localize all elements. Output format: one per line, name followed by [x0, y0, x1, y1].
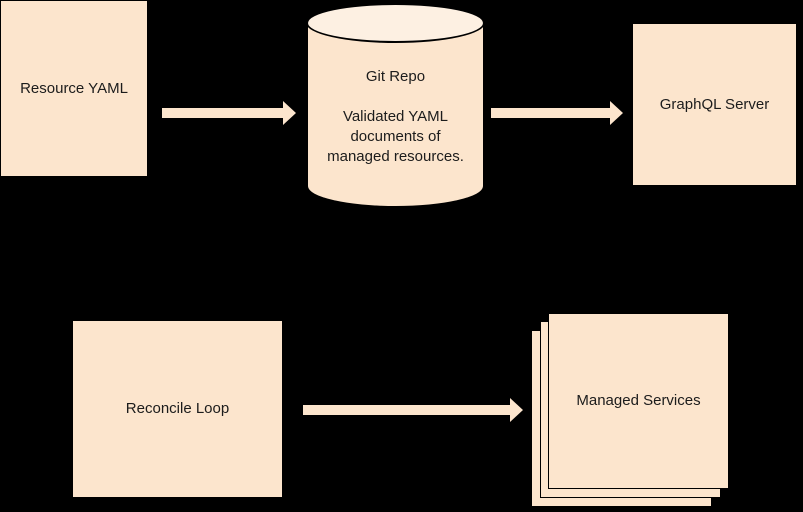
git-repo-description: Validated YAML documents of managed reso…: [306, 107, 485, 167]
arrow-reconcile-loop-to-managed-services-icon: [303, 398, 523, 422]
git-repo-cylinder-top-ellipse: [306, 3, 485, 43]
git-repo-description-line: managed resources.: [327, 148, 464, 165]
node-managed-services-label: Managed Services: [576, 392, 701, 409]
node-git-repo: Git Repo Validated YAML documents of man…: [306, 3, 485, 208]
node-reconcile-loop: Reconcile Loop: [72, 320, 283, 498]
git-repo-title: Git Repo: [365, 68, 426, 85]
git-repo-description-line: documents of: [350, 128, 441, 145]
node-resource-yaml-label: Resource YAML: [20, 79, 128, 97]
arrow-git-repo-to-graphql-server-icon: [491, 101, 623, 125]
arrow-resource-yaml-to-git-repo-icon: [162, 101, 296, 125]
git-repo-cylinder-body: [306, 23, 485, 208]
node-graphql-server-label: GraphQL Server: [659, 95, 770, 113]
node-graphql-server: GraphQL Server: [632, 23, 797, 186]
node-managed-services: Managed Services: [548, 313, 729, 489]
node-reconcile-loop-label: Reconcile Loop: [125, 400, 230, 417]
node-resource-yaml: Resource YAML: [0, 0, 148, 177]
git-repo-text: Git Repo Validated YAML documents of man…: [306, 67, 485, 167]
git-repo-description-line: Validated YAML: [342, 108, 449, 125]
